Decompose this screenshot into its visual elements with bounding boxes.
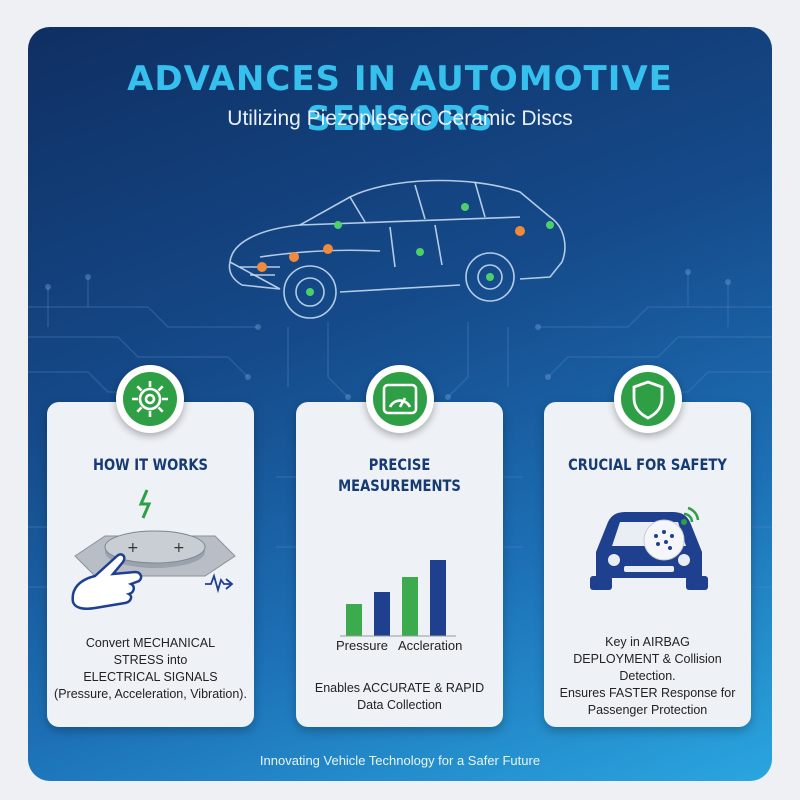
card-description: Key in AIRBAG DEPLOYMENT & Collision Det… [544, 634, 751, 719]
description-line: Ensures FASTER Response for [559, 686, 736, 700]
svg-text:+: + [173, 540, 185, 556]
bar-chart-illustration [340, 560, 456, 637]
circuit-background [28, 269, 772, 588]
card-title: CRUCIAL FOR SAFETY [568, 455, 727, 474]
chart-bar [346, 604, 362, 636]
chart-label: Pressure [336, 638, 389, 653]
description-line: Key in AIRBAG [605, 635, 690, 649]
card-title-line: PRECISE [368, 455, 431, 474]
sensor-dot [334, 221, 342, 229]
airbag-sensor-icon [643, 519, 685, 561]
shield-badge [614, 365, 682, 433]
card-description: Convert MECHANICAL STRESS into ELECTRICA… [47, 635, 254, 703]
piezo-disc-illustration: + + [71, 489, 236, 610]
description-line: (Pressure, Acceleration, Vibration). [54, 687, 247, 701]
chart-label: Accleration [398, 638, 463, 653]
car-front-illustration [590, 506, 708, 590]
card-crucial-for-safety: CRUCIAL FOR SAFETY Key in AIRBAG DEPLOYM… [544, 402, 751, 727]
gauge-icon [382, 383, 418, 415]
card-description: Enables ACCURATE & RAPID Data Collection [296, 680, 503, 714]
sensor-dot [461, 203, 469, 211]
page-title: ADVANCES IN AUTOMOTIVE SENSORS [127, 59, 673, 139]
lightning-icon [138, 489, 152, 519]
card-title: PRECISE MEASUREMENTS [315, 454, 485, 496]
shield-icon [632, 380, 664, 420]
description-line: Data Collection [357, 698, 442, 712]
card-precise-measurements: PRECISE MEASUREMENTS Pressure Accleratio… [296, 402, 503, 727]
gear-icon [132, 381, 168, 417]
description-line: Convert MECHANICAL [85, 636, 216, 650]
page-subtitle: Utilizing Piezopleseric Ceramic Discs [227, 107, 573, 130]
chart-bar [430, 560, 446, 636]
description-line: Enables ACCURATE & RAPID [314, 681, 485, 695]
sensor-dot [486, 273, 494, 281]
sensor-dot [416, 248, 424, 256]
wireless-signal-icon [683, 506, 700, 523]
description-line: STRESS into [113, 653, 188, 667]
gear-badge [116, 365, 184, 433]
card-title: HOW IT WORKS [93, 455, 208, 474]
infographic-poster: ADVANCES IN AUTOMOTIVE SENSORS Utilizing… [28, 27, 772, 781]
sensor-dot [289, 252, 299, 262]
card-how-it-works: HOW IT WORKS + + Convert MECHANICAL STRE… [47, 402, 254, 727]
hand-pointer-icon [71, 553, 143, 610]
card-title-line: MEASUREMENTS [338, 476, 461, 495]
chart-bar [374, 592, 390, 636]
sensor-dot [546, 221, 554, 229]
footer-tagline: Innovating Vehicle Technology for a Safe… [259, 753, 541, 768]
description-line: ELECTRICAL SIGNALS [83, 670, 218, 684]
sensor-dot [257, 262, 267, 272]
description-line: Passenger Protection [587, 703, 708, 717]
sensor-dot [306, 288, 314, 296]
gauge-badge [366, 365, 434, 433]
sensor-dot [515, 226, 525, 236]
chart-bar [402, 577, 418, 636]
sensor-dot [323, 244, 333, 254]
signal-wave-icon [205, 573, 232, 594]
wireframe-car-illustration [228, 179, 566, 319]
description-line: DEPLOYMENT & Collision Detection. [573, 652, 722, 683]
svg-text:+: + [127, 540, 139, 556]
